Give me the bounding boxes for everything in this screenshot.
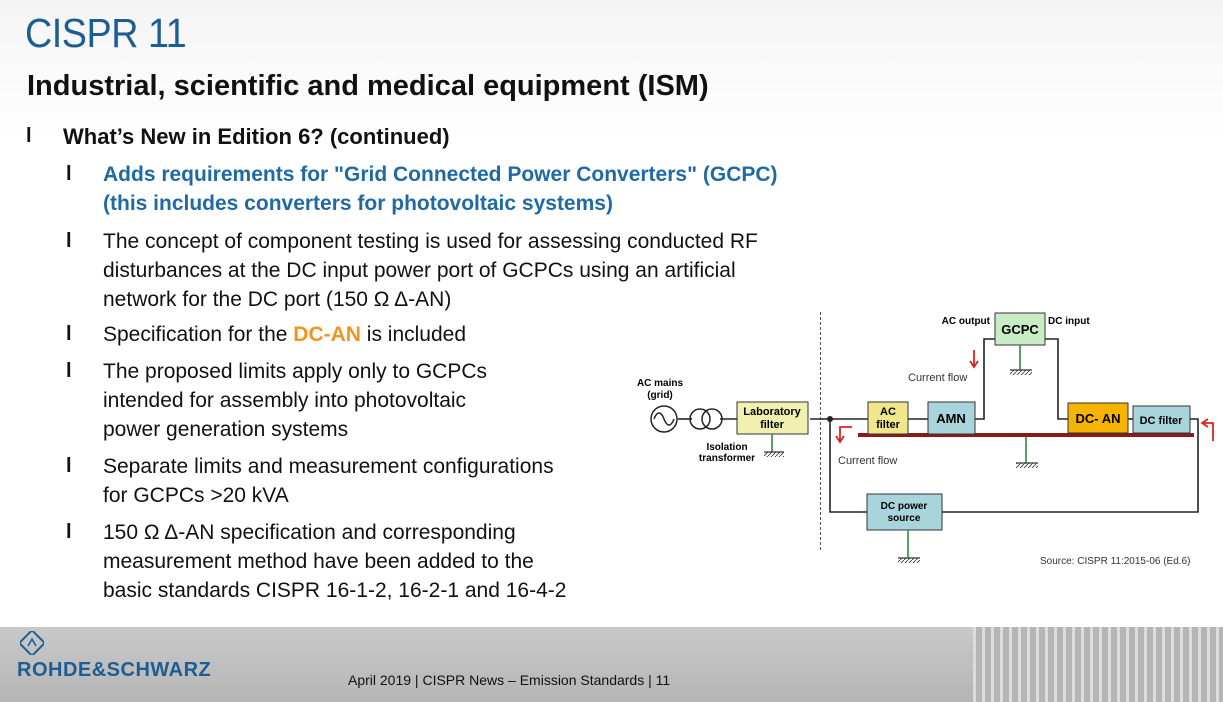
dc-power-source-label: source bbox=[888, 513, 921, 524]
sub-bullet-text: for GCPCs >20 kVA bbox=[103, 484, 289, 507]
sub-bullet-text: The proposed limits apply only to GCPCs bbox=[103, 360, 487, 383]
current-flow-label: Current flow bbox=[838, 455, 897, 467]
main-bullet-text: What’s New in Edition 6? (continued) bbox=[63, 124, 450, 149]
ac-source-icon bbox=[650, 405, 678, 433]
isolation-transformer-label: Isolation bbox=[706, 442, 747, 453]
amn-box bbox=[927, 401, 976, 435]
junction-dot bbox=[827, 416, 833, 422]
sub-bullet-text: 150 Ω Δ-AN specification and correspondi… bbox=[103, 521, 516, 544]
sub-bullet-text: Separate limits and measurement configur… bbox=[103, 455, 554, 478]
ground-symbol-icon bbox=[764, 369, 1038, 563]
dc-an-highlight: DC-AN bbox=[293, 323, 361, 346]
laboratory-filter-box bbox=[736, 401, 809, 435]
isolation-transformer-label: transformer bbox=[699, 453, 755, 464]
ac-output-label: AC output bbox=[942, 316, 991, 327]
sub-bullet-text: basic standards CISPR 16-1-2, 16-2-1 and… bbox=[103, 579, 567, 602]
sub-bullet-text: disturbances at the DC input power port … bbox=[103, 259, 736, 282]
ac-filter-label: filter bbox=[876, 419, 901, 431]
dc-power-source-label: DC power bbox=[881, 501, 928, 512]
gcpc-test-setup-diagram: AC mains (grid) Isolation transformer La… bbox=[637, 312, 1214, 563]
sub-bullet-dc-an-spec: l Specification for the DC-AN is include… bbox=[66, 320, 893, 349]
ac-mains-label: AC mains bbox=[637, 378, 684, 389]
footer-stripes bbox=[973, 627, 1223, 702]
sub-bullet-limits: l The proposed limits apply only to GCPC… bbox=[66, 357, 623, 444]
diagram-divider bbox=[820, 312, 821, 550]
gcpc-label: GCPC bbox=[1001, 322, 1039, 337]
slide-subtitle: Industrial, scientific and medical equip… bbox=[27, 70, 709, 102]
main-bullet: l What’s New in Edition 6? (continued) bbox=[26, 122, 863, 151]
bullet-marker: l bbox=[66, 163, 72, 185]
bullet-marker: l bbox=[66, 360, 72, 382]
dc-filter-box bbox=[1132, 405, 1191, 434]
isolation-transformer-icon bbox=[689, 408, 723, 430]
laboratory-filter-label: filter bbox=[760, 419, 785, 431]
sub-bullet-separate-limits: l Separate limits and measurement config… bbox=[66, 452, 643, 510]
footer-info: April 2019 | CISPR News – Emission Stand… bbox=[348, 672, 671, 688]
sub-bullet-text: network for the DC port (150 Ω Δ-AN) bbox=[103, 288, 452, 311]
wiring bbox=[678, 338, 1199, 513]
laboratory-filter-label: Laboratory bbox=[743, 406, 801, 418]
dc-filter-label: DC filter bbox=[1140, 415, 1184, 427]
ac-filter-box bbox=[867, 401, 909, 435]
page-title: CISPR 11 bbox=[25, 10, 187, 56]
amn-label: AMN bbox=[936, 411, 966, 426]
dc-input-label: DC input bbox=[1048, 316, 1090, 327]
bullet-marker: l bbox=[26, 125, 32, 147]
sub-bullet-component-testing: l The concept of component testing is us… bbox=[66, 227, 893, 314]
sub-bullet-basic-standards: l 150 Ω Δ-AN specification and correspon… bbox=[66, 518, 663, 605]
ground-plane bbox=[858, 433, 1194, 437]
ac-filter-label: AC bbox=[880, 406, 896, 418]
sub-bullet-text: is included bbox=[360, 323, 466, 346]
footer-bar: ROHDE&SCHWARZ April 2019 | CISPR News – … bbox=[0, 627, 1223, 702]
sub-bullet-text: The concept of component testing is used… bbox=[103, 230, 758, 253]
sub-bullet-text: intended for assembly into photovoltaic bbox=[103, 389, 467, 412]
dc-power-source-box bbox=[866, 493, 943, 531]
dc-an-box bbox=[1067, 402, 1129, 434]
bullet-marker: l bbox=[66, 323, 72, 345]
rohde-schwarz-logo-icon bbox=[20, 631, 44, 655]
source-citation: Source: CISPR 11:2015-06 (Ed.6) bbox=[1040, 556, 1191, 567]
bullet-marker: l bbox=[66, 455, 72, 477]
ground-connections bbox=[771, 345, 1027, 558]
sub-bullet-text: measurement method have been added to th… bbox=[103, 550, 534, 573]
sub-bullet-text: (this includes converters for photovolta… bbox=[103, 192, 613, 215]
dc-an-label: DC- AN bbox=[1075, 411, 1120, 426]
bullet-marker: l bbox=[66, 230, 72, 252]
bullet-marker: l bbox=[66, 521, 72, 543]
brand-logo-text: ROHDE&SCHWARZ bbox=[17, 659, 212, 681]
sub-bullet-text: power generation systems bbox=[103, 418, 349, 441]
sub-bullet-text: Adds requirements for "Grid Connected Po… bbox=[103, 163, 778, 186]
sub-bullet-text: Specification for the bbox=[103, 323, 294, 346]
current-flow-label: Current flow bbox=[908, 372, 967, 384]
current-flow-arrow-icon bbox=[835, 350, 1214, 444]
sub-bullet-gcpc: l Adds requirements for "Grid Connected … bbox=[66, 160, 893, 218]
ac-mains-label: (grid) bbox=[647, 390, 673, 401]
